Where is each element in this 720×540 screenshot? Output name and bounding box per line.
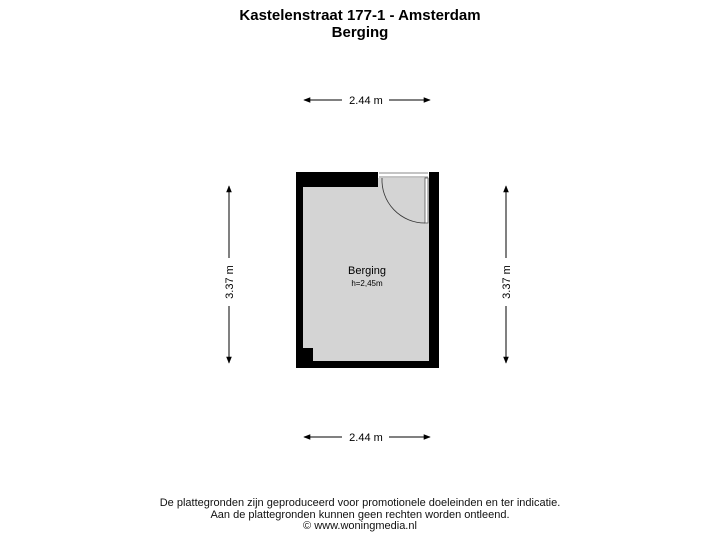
dimension-bottom-label: 2.44 m [349,432,383,444]
room-name: Berging [348,265,386,277]
wall-segment [429,272,433,322]
dimension-right: 3.37 m [501,185,513,364]
corner-pillar [303,348,313,361]
dimension-top: 2.44 m [303,95,431,107]
dimension-left: 3.37 m [224,185,236,364]
dimension-right-label: 3.37 m [501,265,513,299]
room-height: h=2,45m [351,279,383,288]
floor-notch [378,178,429,188]
footer-copyright: © www.woningmedia.nl [303,520,417,532]
footer-disclaimer: De plattegronden zijn geproduceerd voor … [159,497,561,509]
floor-title: Berging [331,24,389,41]
dimension-left-label: 3.37 m [224,265,236,299]
page-title: Kastelenstraat 177-1 - Amsterdam [239,7,481,24]
dimension-bottom: 2.44 m [303,432,431,444]
footer-rights: Aan de plattegronden kunnen geen rechten… [210,509,510,521]
dimension-top-label: 2.44 m [349,95,383,107]
door-opening [378,172,429,224]
room-floor [303,187,429,361]
